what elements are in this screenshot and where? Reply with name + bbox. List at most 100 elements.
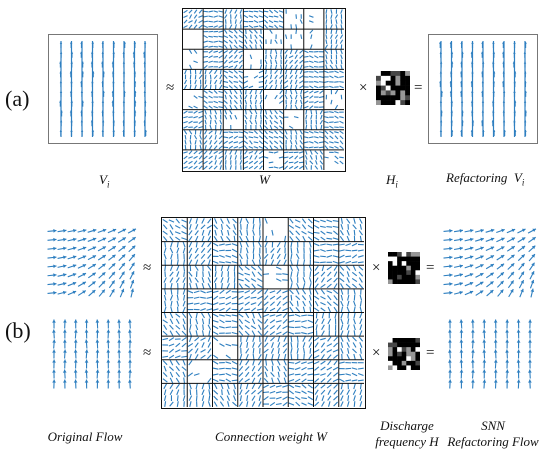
weight-stroke [207, 324, 212, 331]
weight-stroke [213, 100, 219, 104]
flow-arrow [67, 290, 77, 296]
weight-stroke [357, 372, 364, 377]
flow-arrow [77, 281, 87, 287]
flow-arrow [448, 359, 452, 369]
weight-stroke [301, 295, 307, 301]
weight-stroke [251, 259, 256, 266]
weight-stroke [182, 247, 186, 254]
weight-stroke [308, 354, 313, 360]
weight-stroke [335, 24, 338, 29]
weight-stroke [333, 354, 339, 360]
discharge-cell [415, 360, 420, 366]
flow-arrow [81, 100, 84, 107]
weight-stroke [357, 379, 364, 382]
weight-stroke [226, 395, 230, 401]
weight-stroke [258, 25, 264, 29]
flow-arrow [460, 100, 464, 107]
weight-stroke [209, 109, 212, 115]
flow-arrow [95, 369, 100, 379]
weight-stroke [327, 389, 332, 396]
weight-stroke [351, 367, 358, 370]
weight-stroke [244, 150, 248, 155]
weight-stroke [320, 271, 326, 277]
discharge-cell [400, 85, 406, 91]
weight-stroke [325, 64, 328, 70]
weight-stroke [255, 104, 257, 110]
weight-stroke [188, 230, 193, 236]
weight-stroke [273, 125, 279, 130]
discharge-cell [401, 256, 407, 262]
flow-arrow [128, 236, 136, 243]
flow-arrow [70, 51, 74, 58]
weight-stroke [270, 59, 272, 65]
flow-arrow [52, 359, 56, 369]
flow-arrow [87, 246, 97, 252]
weight-stroke [188, 160, 193, 165]
weight-stroke [258, 135, 263, 140]
weight-stroke [299, 54, 304, 59]
weight-stroke [204, 114, 207, 120]
caption-original-flow: Original Flow [47, 429, 123, 444]
weight-stroke [195, 241, 198, 248]
weight-stroke [288, 155, 294, 160]
discharge-cell [392, 342, 398, 348]
caption-connection-weight: Connection weight W [215, 429, 327, 444]
weight-stroke [319, 96, 324, 99]
weight-stroke [162, 355, 169, 358]
weight-stroke [313, 136, 319, 139]
weight-stroke [213, 383, 218, 390]
weight-stroke [238, 45, 244, 49]
weight-stroke [277, 371, 280, 378]
weight-stroke [352, 265, 357, 272]
weight-stroke [208, 383, 211, 390]
flow-arrow [516, 349, 521, 359]
weight-stroke [324, 140, 329, 145]
weight-stroke [325, 54, 328, 60]
weight-stroke [208, 105, 213, 109]
weight-stroke [325, 39, 328, 45]
flow-arrow [87, 272, 97, 279]
flow-arrow [523, 51, 527, 58]
discharge-cell [390, 71, 396, 77]
flow-arrow [482, 130, 485, 136]
flow-arrow [62, 339, 67, 349]
weight-stroke [184, 134, 187, 140]
weight-stroke [326, 290, 333, 294]
weight-matrix-a [182, 8, 346, 172]
weight-stroke [200, 296, 206, 299]
discharge-cell [406, 351, 412, 357]
weight-stroke [198, 120, 203, 125]
weight-stroke [263, 348, 269, 354]
weight-stroke [213, 277, 218, 283]
flow-arrow [80, 90, 84, 97]
weight-stroke [351, 277, 358, 283]
weight-stroke [168, 348, 175, 354]
weight-stroke [332, 237, 339, 240]
weight-stroke [279, 110, 284, 115]
weight-stroke [273, 166, 279, 169]
weight-stroke [233, 60, 239, 63]
weight-stroke [278, 100, 284, 104]
weight-stroke [169, 294, 174, 301]
flow-arrow [524, 130, 527, 136]
flow-arrow [59, 130, 63, 136]
weight-stroke [219, 69, 222, 75]
weight-stroke [258, 140, 264, 145]
flow-arrow [508, 288, 514, 298]
weight-stroke [307, 402, 314, 406]
weight-stroke [334, 135, 339, 140]
flow-arrow [67, 264, 77, 269]
weight-stroke [246, 223, 249, 230]
flow-arrow [117, 349, 121, 359]
weight-stroke [183, 283, 186, 289]
flow-arrow [128, 253, 136, 262]
weight-stroke [208, 271, 211, 277]
weight-stroke [340, 383, 344, 390]
weight-stroke [257, 265, 263, 271]
flow-arrow [492, 90, 495, 97]
weight-stroke [169, 371, 174, 378]
flow-arrow [493, 369, 498, 379]
weight-stroke [245, 241, 249, 248]
flow-arrow [128, 349, 132, 359]
flow-arrow [73, 369, 78, 379]
